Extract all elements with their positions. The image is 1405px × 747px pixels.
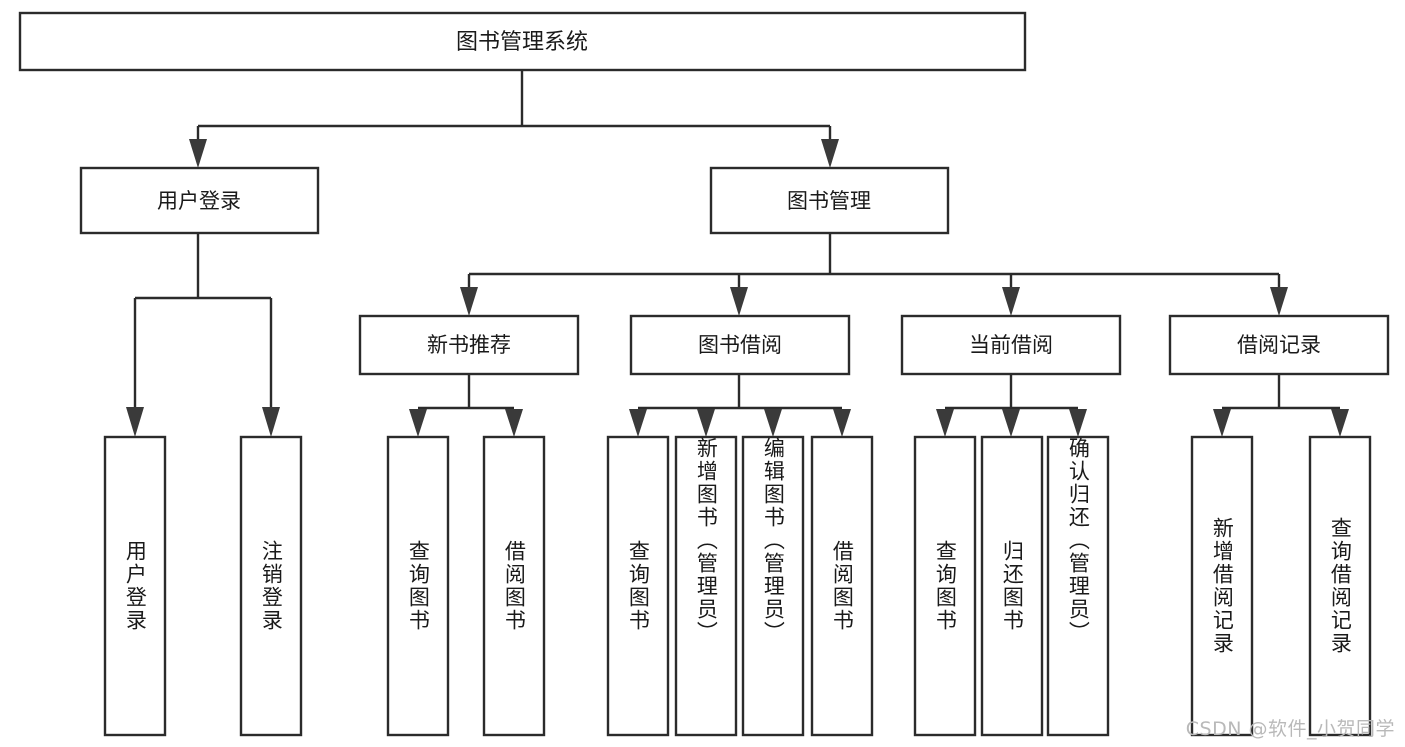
leaf-box-book-borrow-3[interactable] — [810, 435, 874, 737]
leaf-box-user-login-1[interactable] — [239, 435, 303, 737]
csdn-watermark: CSDN @软件_小贺同学 — [1185, 718, 1395, 740]
leaf-box-user-login-0[interactable] — [103, 435, 167, 737]
node-current-borrow-label: 当前借阅 — [969, 333, 1053, 357]
node-new-book-recommend[interactable]: 新书推荐 — [358, 314, 580, 376]
node-book-borrow[interactable]: 图书借阅 — [629, 314, 851, 376]
leaf-box-borrow-record-0[interactable] — [1190, 435, 1254, 737]
leaf-box-current-borrow-2[interactable] — [1046, 435, 1110, 737]
node-book-borrow-box[interactable] — [629, 314, 851, 376]
node-current-borrow[interactable]: 当前借阅 — [900, 314, 1122, 376]
node-new-book-recommend-box[interactable] — [358, 314, 580, 376]
connector-group-book-borrow — [629, 374, 851, 437]
arrow-head-newbook-1 — [409, 409, 427, 437]
connector-group-user-login — [126, 233, 280, 437]
node-user-login-box[interactable] — [79, 166, 320, 235]
leaf-box-borrow-record-1[interactable] — [1308, 435, 1372, 737]
connector-group-borrow-record — [1213, 374, 1349, 437]
node-root-box[interactable] — [18, 11, 1027, 72]
arrow-head-borrowrecord-2 — [1331, 409, 1349, 437]
arrow-head-borrowrecord-1 — [1213, 409, 1231, 437]
arrow-head-currentborrow-1 — [936, 409, 954, 437]
node-book-manage-label: 图书管理 — [787, 189, 871, 213]
node-current-borrow-box[interactable] — [900, 314, 1122, 376]
leaf-box-book-borrow-1[interactable] — [674, 435, 738, 737]
arrow-head-newbook-2 — [505, 409, 523, 437]
leaf-boxes-new-book-recommend — [386, 435, 546, 737]
connector-group-book-manage — [460, 233, 1288, 316]
node-borrow-record-box[interactable] — [1168, 314, 1390, 376]
node-book-manage[interactable]: 图书管理 — [709, 166, 950, 235]
node-root-label: 图书管理系统 — [456, 30, 588, 55]
node-root[interactable]: 图书管理系统 — [18, 11, 1027, 72]
connector-group-root — [189, 70, 839, 168]
arrow-head-root-1 — [189, 139, 207, 168]
connector-group-new-book — [409, 374, 523, 437]
leaf-box-new-book-1[interactable] — [482, 435, 546, 737]
arrow-head-currentborrow-2 — [1002, 409, 1020, 437]
leaf-box-new-book-0[interactable] — [386, 435, 450, 737]
arrow-head-bookmanage-4 — [1270, 287, 1288, 316]
leaf-box-current-borrow-1[interactable] — [980, 435, 1044, 737]
leaf-boxes-user-login — [103, 435, 303, 737]
arrow-head-bookborrow-1 — [629, 409, 647, 437]
leaf-boxes-book-borrow — [606, 435, 874, 737]
node-user-login-label: 用户登录 — [157, 189, 241, 213]
arrow-head-bookmanage-3 — [1002, 287, 1020, 316]
node-new-book-recommend-label: 新书推荐 — [427, 333, 511, 357]
arrow-head-currentborrow-3 — [1069, 409, 1087, 437]
arrow-head-userlogin-2 — [262, 407, 280, 437]
leaf-boxes-current-borrow — [913, 435, 1110, 737]
node-user-login[interactable]: 用户登录 — [79, 166, 320, 235]
node-book-borrow-label: 图书借阅 — [698, 333, 782, 357]
arrow-head-bookmanage-1 — [460, 287, 478, 316]
arrow-head-bookborrow-3 — [764, 409, 782, 437]
leaf-box-book-borrow-2[interactable] — [741, 435, 805, 737]
arrow-head-root-2 — [821, 139, 839, 168]
arrow-head-bookborrow-4 — [833, 409, 851, 437]
arrow-head-userlogin-1 — [126, 407, 144, 437]
arrow-head-bookmanage-2 — [730, 287, 748, 316]
arrow-head-bookborrow-2 — [697, 409, 715, 437]
leaf-boxes-borrow-record — [1190, 435, 1372, 737]
node-borrow-record-label: 借阅记录 — [1237, 333, 1321, 357]
leaf-box-current-borrow-0[interactable] — [913, 435, 977, 737]
leaf-box-book-borrow-0[interactable] — [606, 435, 670, 737]
node-book-manage-box[interactable] — [709, 166, 950, 235]
connector-group-current-borrow — [936, 374, 1087, 437]
node-borrow-record[interactable]: 借阅记录 — [1168, 314, 1390, 376]
